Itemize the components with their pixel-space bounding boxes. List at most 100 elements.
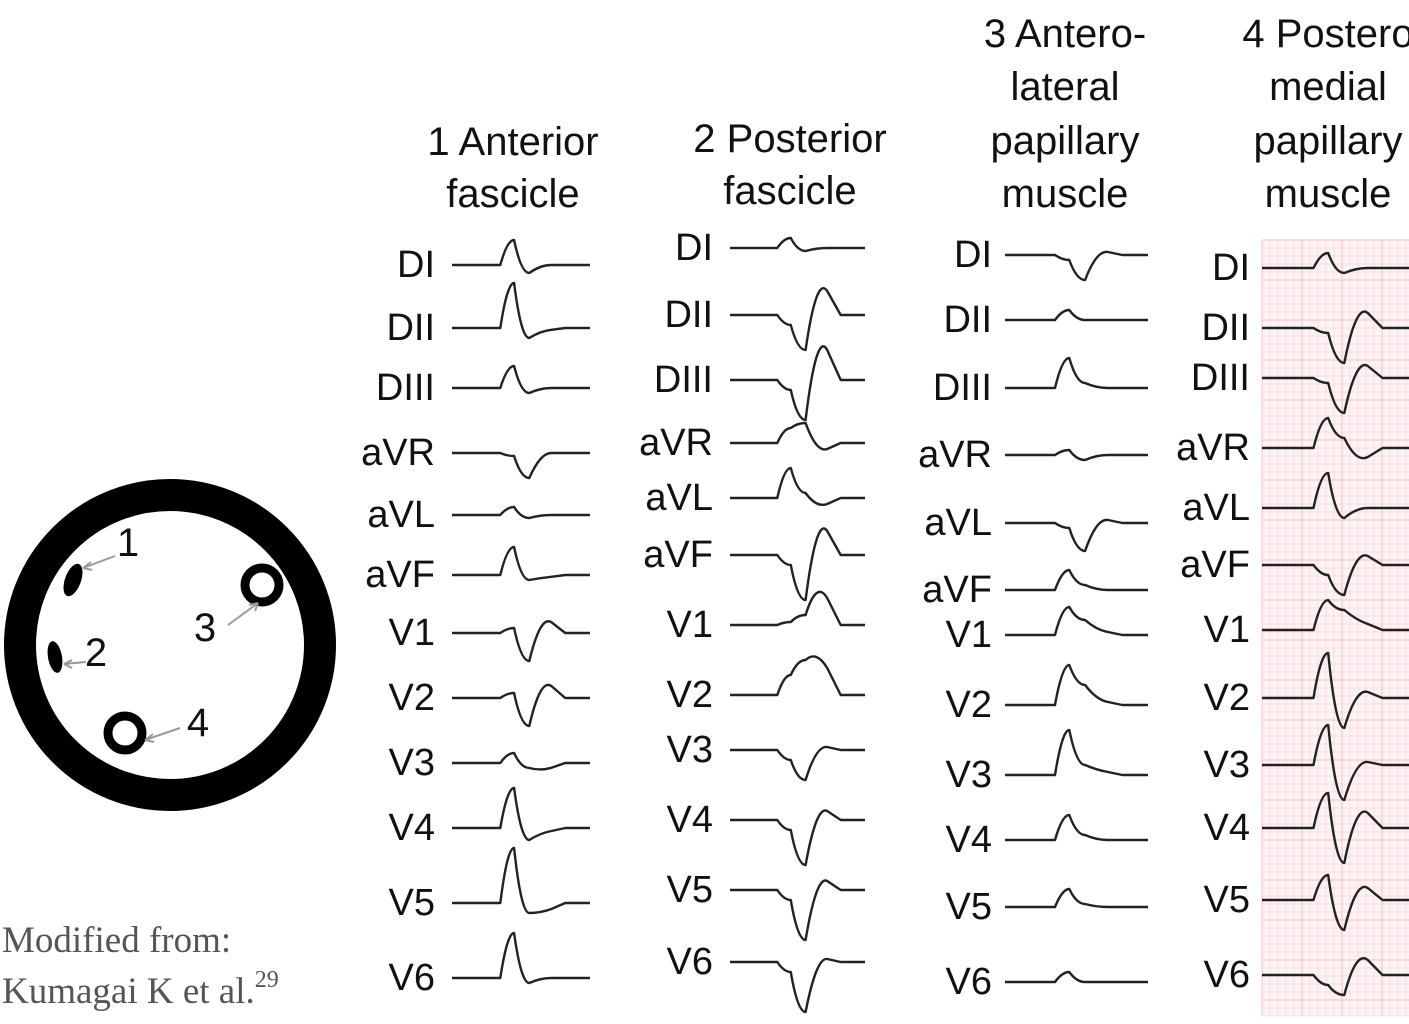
lead-label: DII xyxy=(386,307,435,349)
citation-authors: Kumagai K et al. xyxy=(2,971,255,1012)
ecg-trace xyxy=(452,846,590,915)
column-4: 4 PosteromedialpapillarymuscleDIDIIDIIIa… xyxy=(1176,12,1409,997)
ecg-trace xyxy=(1262,554,1409,597)
marker-3: 3 xyxy=(194,606,216,650)
column-title-line: papillary xyxy=(1254,119,1403,163)
column-title-line: muscle xyxy=(1002,172,1129,216)
lead-label: DIII xyxy=(1191,357,1250,399)
lead-label: V4 xyxy=(667,799,713,841)
ecg-trace xyxy=(452,751,590,771)
lead-label: V4 xyxy=(1204,807,1250,849)
ecg-trace xyxy=(1262,598,1409,632)
ventricle-cross-section: 1 2 3 4 xyxy=(4,479,336,811)
ecg-trace xyxy=(730,655,865,697)
lead-label: aVR xyxy=(639,422,713,464)
ecg-trace xyxy=(1262,957,1409,997)
ecg-trace xyxy=(1262,363,1409,415)
ecg-trace xyxy=(1262,310,1409,365)
ecg-trace xyxy=(1005,356,1148,390)
lead-label: V1 xyxy=(946,614,992,656)
column-title-line: muscle xyxy=(1265,172,1392,216)
ecg-trace xyxy=(1262,791,1409,865)
ecg-trace xyxy=(1262,471,1409,520)
lead-label: aVF xyxy=(1180,544,1250,586)
citation-line-2: Kumagai K et al.29 xyxy=(2,967,279,1012)
lead-label: DIII xyxy=(654,359,713,401)
site-4-posteromedial-papillary xyxy=(103,711,147,755)
lead-label: V6 xyxy=(946,961,992,1003)
lead-label: V5 xyxy=(946,886,992,928)
lead-label: aVL xyxy=(924,502,992,544)
ecg-trace xyxy=(730,236,865,253)
ecg-trace xyxy=(452,281,590,340)
ecg-trace xyxy=(452,505,590,520)
lead-label: V3 xyxy=(667,729,713,771)
lead-label: V1 xyxy=(1204,609,1250,651)
arrows xyxy=(63,555,259,743)
ecg-trace xyxy=(730,957,865,1014)
ecg-trace xyxy=(730,466,865,507)
site-2-posterior-fascicle xyxy=(47,641,63,673)
lead-label: V5 xyxy=(389,882,435,924)
lead-label: DI xyxy=(397,244,435,286)
lead-label: V2 xyxy=(389,677,435,719)
lead-label: V4 xyxy=(389,807,435,849)
ecg-trace xyxy=(1005,663,1148,707)
ecg-trace xyxy=(1005,728,1148,777)
ecg-trace xyxy=(730,421,865,451)
site-3-anterolateral-papillary xyxy=(240,563,284,607)
ecg-trace xyxy=(1005,568,1148,592)
marker-4: 4 xyxy=(187,701,209,745)
ecg-trace xyxy=(452,786,590,842)
lead-label: V6 xyxy=(389,957,435,999)
ecg-trace xyxy=(1005,308,1148,322)
ecg-trace xyxy=(452,238,590,275)
ecg-trace xyxy=(1005,448,1148,462)
lead-label: V2 xyxy=(667,674,713,716)
ecg-trace xyxy=(452,683,590,728)
ecg-trace xyxy=(730,590,865,627)
lead-label: V2 xyxy=(946,684,992,726)
ecg-trace xyxy=(1262,651,1409,730)
lead-label: aVR xyxy=(918,434,992,476)
column-title-line: papillary xyxy=(991,119,1140,163)
lead-label: DIII xyxy=(933,367,992,409)
lead-label: V5 xyxy=(1204,879,1250,921)
ecg-trace xyxy=(1005,813,1148,842)
lead-label: V1 xyxy=(389,612,435,654)
ecg-trace xyxy=(1005,605,1148,637)
ecg-trace xyxy=(1005,518,1148,553)
lead-label: V3 xyxy=(389,742,435,784)
citation-ref: 29 xyxy=(255,967,279,993)
column-1: 1 AnteriorfascicleDIDIIDIIIaVRaVLaVFV1V2… xyxy=(361,120,599,999)
column-2: 2 PosteriorfascicleDIDIIDIIIaVRaVLaVFV1V… xyxy=(639,117,887,1014)
lead-label: V6 xyxy=(1204,954,1250,996)
citation-line-1: Modified from: xyxy=(2,920,231,961)
lead-label: DII xyxy=(943,299,992,341)
lead-label: V4 xyxy=(946,819,992,861)
ecg-trace xyxy=(730,527,865,602)
column-title-line: 1 Anterior xyxy=(427,120,598,164)
ecg-trace xyxy=(730,745,865,782)
column-title-line: medial xyxy=(1269,65,1387,109)
ecg-trace xyxy=(452,545,590,582)
ecg-trace xyxy=(452,451,590,480)
lead-label: aVL xyxy=(1182,487,1250,529)
ecg-trace xyxy=(452,364,590,395)
lead-label: DII xyxy=(664,294,713,336)
lead-label: V1 xyxy=(667,604,713,646)
lead-label: DII xyxy=(1201,307,1250,349)
lead-label: aVL xyxy=(645,477,713,519)
lead-label: aVF xyxy=(365,554,435,596)
lead-label: V3 xyxy=(1204,744,1250,786)
lead-label: aVF xyxy=(922,569,992,611)
column-title-line: fascicle xyxy=(446,172,579,216)
lead-label: DI xyxy=(675,227,713,269)
ecg-trace xyxy=(1262,873,1409,932)
ecg-trace xyxy=(730,879,865,942)
lead-label: aVL xyxy=(367,494,435,536)
lead-label: aVR xyxy=(361,432,435,474)
marker-2: 2 xyxy=(85,631,107,675)
